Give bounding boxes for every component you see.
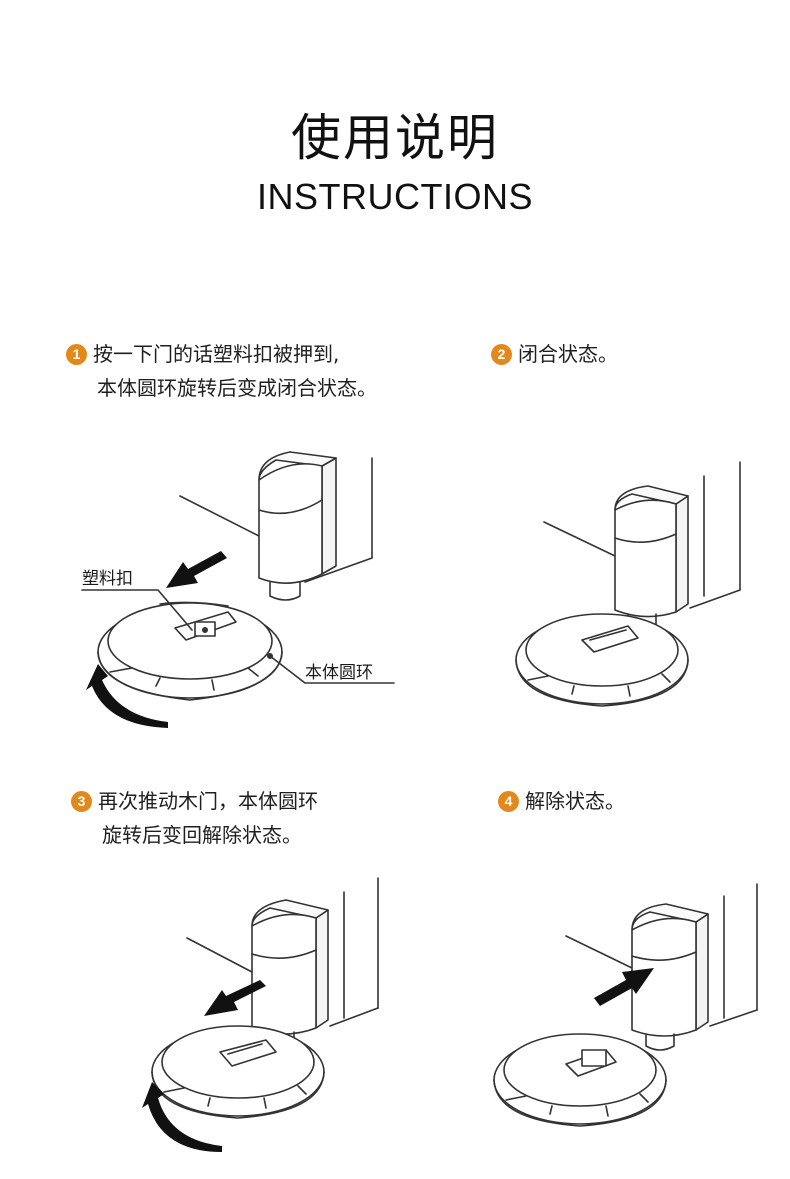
step-text: 旋转后变回解除状态。 bbox=[102, 823, 302, 847]
step-text: 再次推动木门，本体圆环 bbox=[98, 789, 318, 813]
step-number-badge: 2 bbox=[491, 344, 512, 365]
step-number-badge: 4 bbox=[498, 791, 519, 812]
step-text: 解除状态。 bbox=[525, 789, 625, 813]
step-number-badge: 1 bbox=[66, 344, 87, 365]
plastic-clip-label: 塑料扣 bbox=[82, 569, 133, 589]
step-2: 2 闭合状态。 bbox=[491, 337, 618, 371]
step-text: 按一下门的话塑料扣被押到, bbox=[93, 342, 340, 366]
step-text: 本体圆环旋转后变成闭合状态。 bbox=[97, 376, 377, 400]
page-title: 使用说明 bbox=[291, 109, 499, 167]
step-3: 3 再次推动木门，本体圆环 旋转后变回解除状态。 bbox=[71, 784, 318, 852]
step-text: 闭合状态。 bbox=[518, 342, 618, 366]
step-4: 4 解除状态。 bbox=[498, 784, 625, 818]
body-ring-label: 本体圆环 bbox=[305, 663, 373, 683]
step-number-badge: 3 bbox=[71, 791, 92, 812]
page-subtitle: INSTRUCTIONS bbox=[257, 176, 533, 217]
step-1: 1 按一下门的话塑料扣被押到, 本体圆环旋转后变成闭合状态。 bbox=[66, 337, 377, 405]
